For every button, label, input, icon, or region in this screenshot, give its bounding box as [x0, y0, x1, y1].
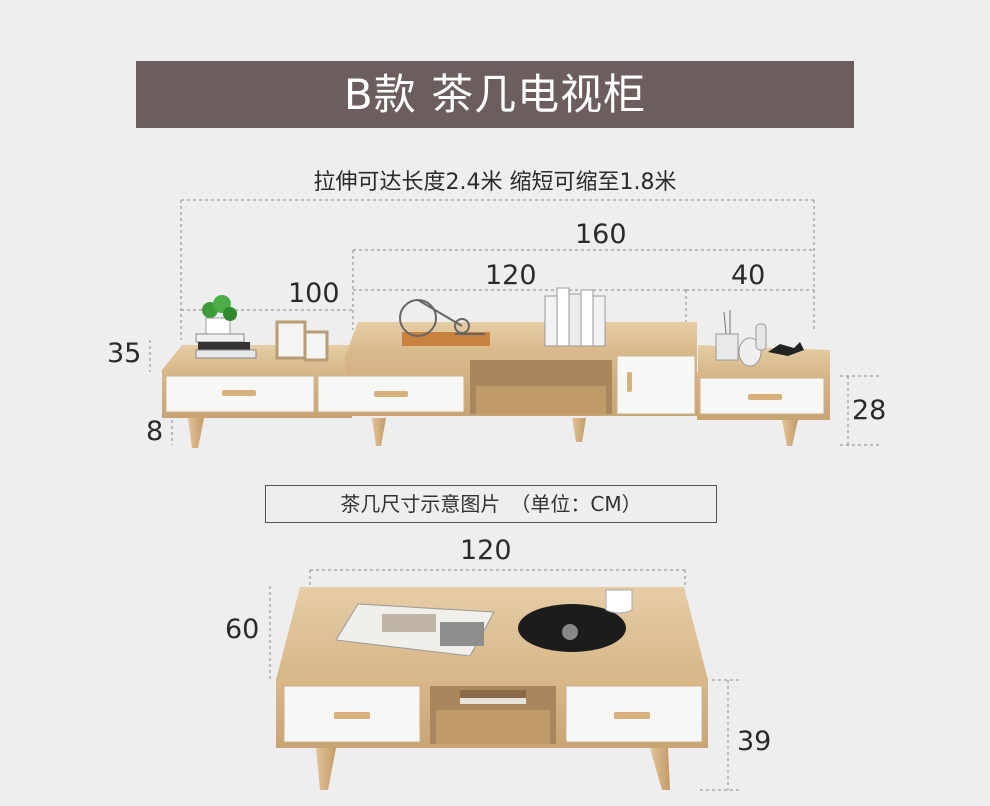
dim-table-width-60: 60 — [225, 614, 260, 645]
tv-cabinet — [162, 287, 830, 448]
dim-table-length-120: 120 — [460, 535, 512, 566]
dim-left-100: 100 — [288, 278, 340, 309]
dim-table-height-39: 39 — [737, 726, 772, 757]
dim-middle-120: 120 — [485, 260, 537, 291]
table-dimension-lines — [269, 569, 740, 791]
dim-depth-35: 35 — [107, 338, 142, 369]
tv-dimension-lines — [149, 199, 880, 446]
dim-leg-8: 8 — [146, 416, 164, 447]
extension-note: 拉伸可达长度2.4米 缩短可缩至1.8米 — [313, 170, 677, 195]
coffee-table — [276, 587, 708, 790]
dim-total-160: 160 — [575, 219, 627, 250]
page-title: B款 茶几电视柜 — [136, 61, 854, 128]
size-caption: 茶几尺寸示意图片 （单位：CM） — [265, 485, 717, 523]
dim-right-40: 40 — [731, 260, 766, 291]
dim-height-28: 28 — [852, 395, 887, 426]
